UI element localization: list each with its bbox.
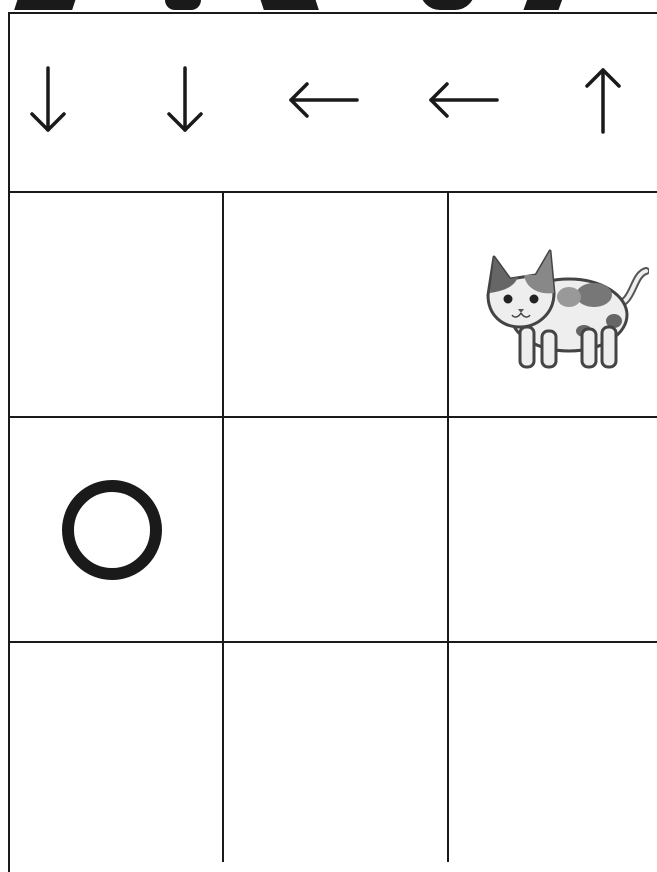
arrow-down-icon	[145, 60, 225, 140]
cell-r2-c3[interactable]	[449, 418, 657, 642]
cell-r2-c1[interactable]	[0, 418, 224, 642]
arrow-down-icon	[8, 60, 88, 140]
cell-r3-c2[interactable]	[224, 643, 448, 867]
cell-r1-c2[interactable]	[224, 193, 448, 417]
circle-marker-icon	[62, 480, 162, 580]
cell-r3-c1[interactable]	[0, 643, 224, 867]
top-cropped-marks	[0, 0, 657, 12]
cell-r3-c3[interactable]	[449, 643, 657, 867]
arrow-left-icon	[425, 60, 505, 140]
arrow-left-icon	[285, 60, 365, 140]
arrow-up-icon	[563, 60, 643, 140]
cat-icon	[474, 235, 649, 375]
cell-r1-c1[interactable]	[0, 193, 224, 417]
cell-r2-c2[interactable]	[224, 418, 448, 642]
cell-r1-c3[interactable]	[449, 193, 657, 417]
